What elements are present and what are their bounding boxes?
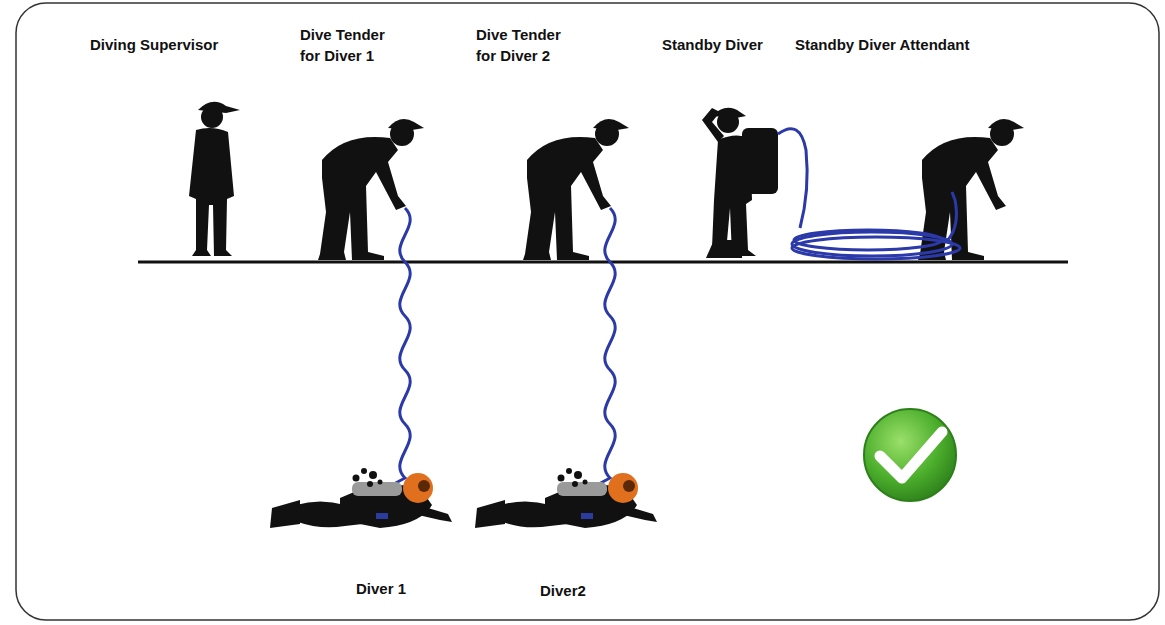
role-label: Diving Supervisor [90, 34, 218, 55]
diver-figure [270, 473, 452, 528]
surface-line [138, 261, 1068, 264]
hose-coil [778, 129, 960, 259]
role-label: Dive Tender for Diver 2 [476, 24, 576, 66]
umbilical-hose [597, 208, 615, 485]
diver-figure [475, 473, 657, 528]
role-label: Diver2 [540, 580, 586, 601]
bubbles [353, 468, 383, 487]
tender-figure [318, 119, 424, 260]
role-label: Standby Diver Attendant [795, 34, 969, 55]
umbilical-hose [392, 208, 410, 485]
check-mark [864, 409, 956, 501]
bubbles [558, 468, 588, 487]
supervisor-figure [189, 102, 240, 256]
frame [16, 3, 1159, 620]
standby-diver-figure [702, 108, 778, 258]
role-label: Diver 1 [356, 578, 406, 599]
tender-figure [523, 119, 629, 260]
role-label: Standby Diver [662, 34, 763, 55]
role-label: Dive Tender for Diver 1 [300, 24, 400, 66]
